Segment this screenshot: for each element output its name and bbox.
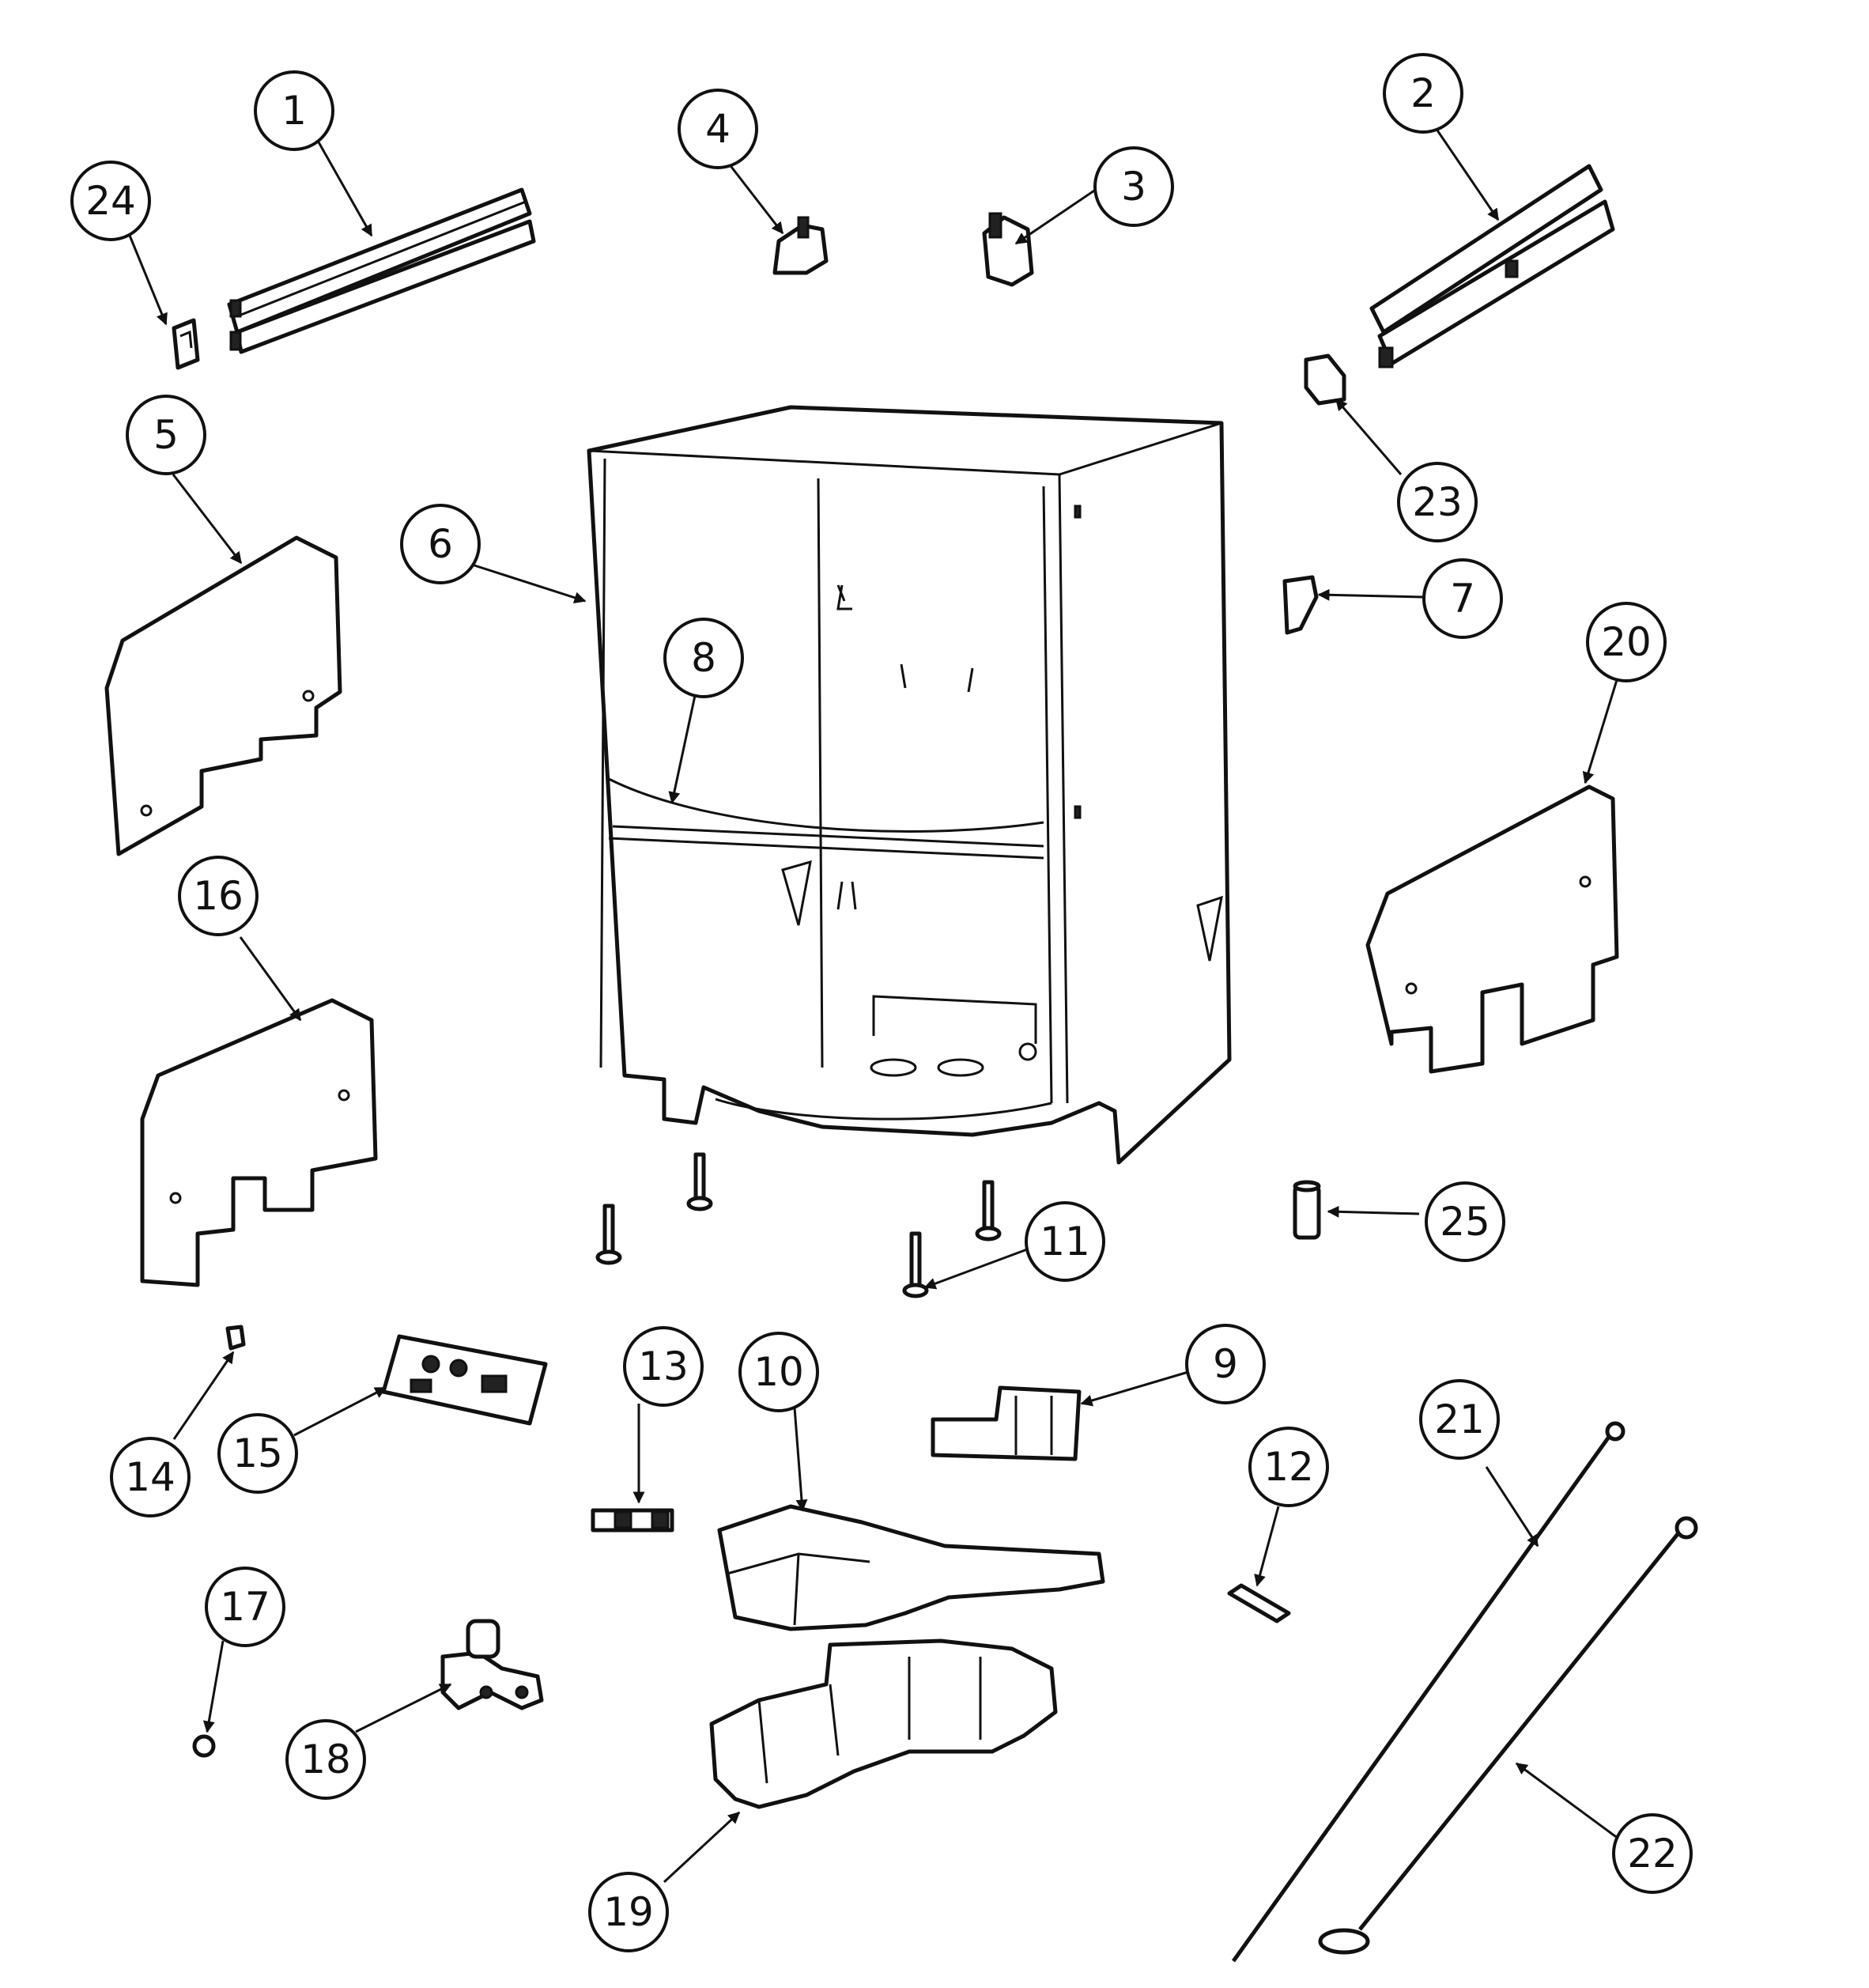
- part-7-clip: [1282, 575, 1319, 635]
- callout-20-label: 20: [1601, 619, 1652, 665]
- part-11-leveling-legs: [595, 1152, 1002, 1298]
- part-4-hinge: [772, 216, 829, 275]
- callout-25-label: 25: [1440, 1199, 1490, 1245]
- part-6-tub-assembly: [587, 405, 1232, 1165]
- callout-18: 18: [285, 1719, 366, 1800]
- part-1-rack-rail: [227, 187, 536, 354]
- callout-11-label: 11: [1040, 1219, 1090, 1264]
- part-13-switch: [591, 1508, 674, 1533]
- callout-17-label: 17: [220, 1584, 270, 1630]
- callout-1-label: 1: [281, 88, 307, 134]
- callout-14: 14: [110, 1437, 191, 1517]
- callout-23: 23: [1397, 462, 1478, 542]
- callout-24: 24: [70, 161, 151, 241]
- callout-5-label: 5: [153, 412, 179, 458]
- callout-13: 13: [623, 1326, 704, 1407]
- part-14-plug: [225, 1325, 246, 1351]
- callout-25: 25: [1425, 1181, 1505, 1262]
- part-16-side-panel: [140, 998, 378, 1287]
- part-25-spacer: [1293, 1180, 1321, 1240]
- callout-22-label: 22: [1627, 1831, 1678, 1877]
- callout-12: 12: [1248, 1427, 1329, 1507]
- part-21-wire-lead: [1231, 1421, 1625, 1963]
- callout-16-label: 16: [193, 873, 244, 919]
- part-23-rail-stop: [1304, 353, 1346, 406]
- callout-19: 19: [588, 1872, 669, 1952]
- callout-20: 20: [1586, 602, 1667, 682]
- leader-lines: [125, 123, 1619, 1884]
- part-5-side-panel: [104, 535, 342, 856]
- callout-21-label: 21: [1434, 1397, 1485, 1442]
- callout-9-label: 9: [1213, 1341, 1238, 1387]
- callout-8: 8: [663, 618, 744, 698]
- callout-6-label: 6: [428, 521, 453, 567]
- part-20-side-panel: [1365, 784, 1619, 1074]
- part-18-water-valve: [440, 1619, 544, 1710]
- part-17-cap: [192, 1734, 216, 1758]
- callout-3-label: 3: [1121, 164, 1146, 210]
- callout-11: 11: [1025, 1201, 1105, 1282]
- callout-7: 7: [1422, 558, 1503, 639]
- callout-18-label: 18: [300, 1737, 351, 1782]
- callout-16: 16: [178, 856, 259, 936]
- callout-12-label: 12: [1263, 1444, 1314, 1490]
- callout-6: 6: [400, 504, 481, 584]
- callout-19-label: 19: [603, 1889, 654, 1935]
- callout-7-label: 7: [1450, 576, 1475, 622]
- callout-9: 9: [1185, 1324, 1266, 1404]
- callout-17: 17: [205, 1567, 285, 1647]
- part-24-rail-stop: [172, 318, 200, 370]
- part-15-control-board: [381, 1334, 548, 1426]
- callout-21: 21: [1419, 1379, 1500, 1460]
- part-22-wire-lead: [1318, 1516, 1698, 1955]
- callout-10: 10: [738, 1332, 819, 1412]
- callout-4: 4: [678, 89, 758, 169]
- part-3-hinge: [982, 212, 1034, 287]
- part-9-housing: [931, 1385, 1082, 1461]
- part-12-clip: [1227, 1583, 1291, 1623]
- callout-22: 22: [1612, 1813, 1693, 1894]
- callout-10-label: 10: [753, 1349, 804, 1395]
- callout-2-label: 2: [1410, 70, 1436, 116]
- callout-2: 2: [1383, 53, 1463, 134]
- part-2-rack-rail: [1369, 164, 1615, 368]
- callout-24-label: 24: [85, 178, 136, 224]
- callout-1: 1: [254, 70, 334, 151]
- part-10-sump: [717, 1504, 1105, 1631]
- part-19-base: [709, 1638, 1058, 1809]
- callout-3: 3: [1093, 146, 1174, 227]
- callout-15: 15: [217, 1413, 298, 1494]
- callout-23-label: 23: [1412, 479, 1463, 525]
- callout-15-label: 15: [232, 1431, 283, 1476]
- callout-5: 5: [126, 395, 206, 475]
- callout-13-label: 13: [638, 1344, 689, 1389]
- callout-4-label: 4: [705, 106, 731, 152]
- callout-14-label: 14: [125, 1454, 176, 1500]
- callout-8-label: 8: [691, 635, 716, 681]
